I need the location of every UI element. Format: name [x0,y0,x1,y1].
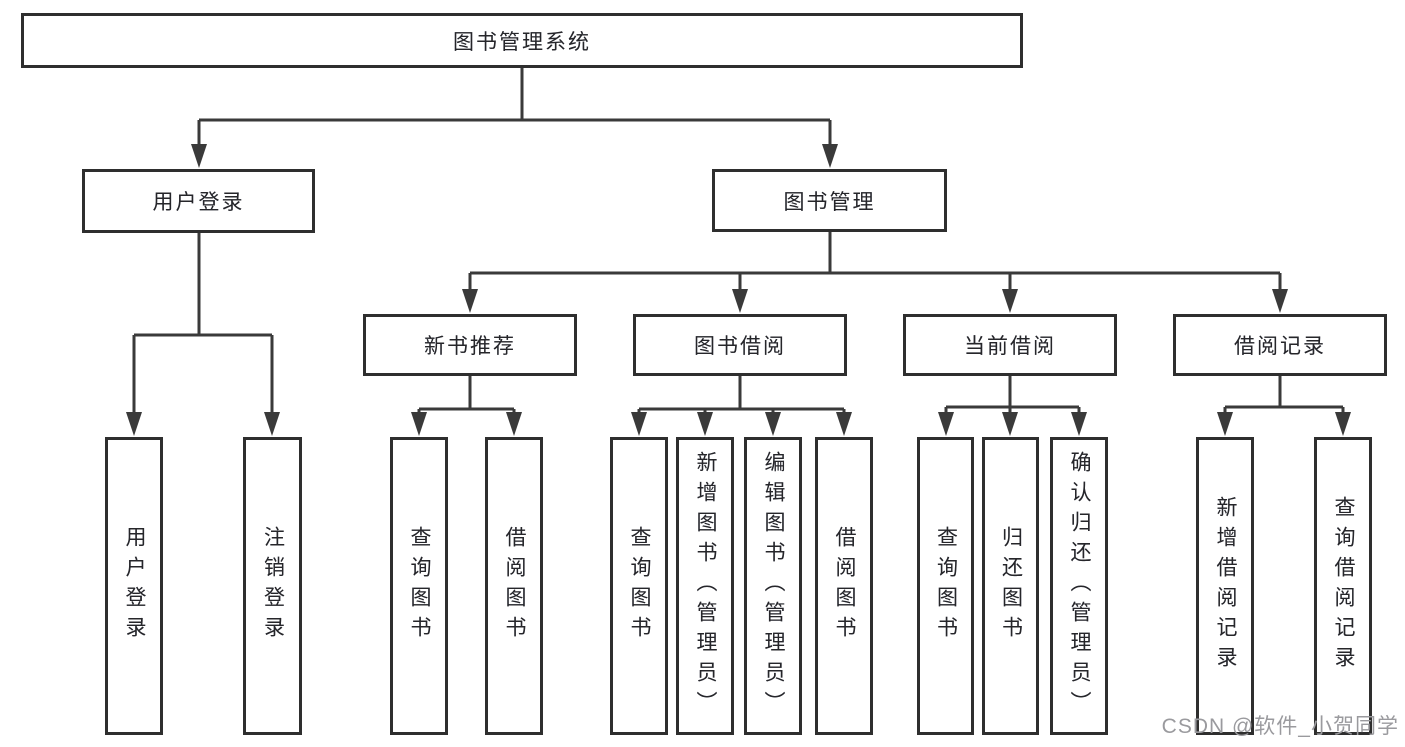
arrowhead-icon [765,412,781,436]
diagram-node-root: 图书管理系统 [21,13,1023,68]
arrowhead-icon [1071,412,1087,436]
diagram-node-book-borrowing: 图书借阅 [633,314,847,376]
diagram-node-book-management: 图书管理 [712,169,947,232]
arrowhead-icon [411,412,427,436]
arrowhead-icon [631,412,647,436]
diagram-node-user-login: 用户登录 [82,169,315,233]
arrowhead-icon [697,412,713,436]
diagram-node-leaf-edit-books-admin: 编辑图书（管理员） [744,437,802,735]
arrowhead-icon [1002,412,1018,436]
arrowhead-icon [506,412,522,436]
diagram-node-leaf-add-books-admin: 新增图书（管理员） [676,437,734,735]
arrowhead-icon [1272,289,1288,313]
diagram-node-new-book-recommend: 新书推荐 [363,314,577,376]
diagram-node-current-borrowing: 当前借阅 [903,314,1117,376]
diagram-node-leaf-query-books-current: 查询图书 [917,437,974,735]
diagram-node-leaf-logout: 注销登录 [243,437,302,735]
diagram-node-leaf-user-login: 用户登录 [105,437,163,735]
csdn-watermark: CSDN @软件_小贺同学 [1161,715,1399,738]
diagram-node-leaf-add-borrow-record: 新增借阅记录 [1196,437,1254,735]
diagram-node-leaf-borrow-books-borrowing: 借阅图书 [815,437,873,735]
diagram-node-borrowing-records: 借阅记录 [1173,314,1387,376]
arrowhead-icon [1217,412,1233,436]
arrowhead-icon [1002,289,1018,313]
arrowhead-icon [191,144,207,168]
diagram-node-leaf-borrow-books-recommend: 借阅图书 [485,437,543,735]
diagram-node-leaf-query-books-recommend: 查询图书 [390,437,448,735]
diagram-node-leaf-confirm-return-admin: 确认归还（管理员） [1050,437,1108,735]
diagram-node-leaf-return-books: 归还图书 [982,437,1039,735]
arrowhead-icon [836,412,852,436]
diagram-node-leaf-query-borrow-record: 查询借阅记录 [1314,437,1372,735]
arrowhead-icon [732,289,748,313]
arrowhead-icon [462,289,478,313]
arrowhead-icon [938,412,954,436]
diagram-node-leaf-query-books-borrowing: 查询图书 [610,437,668,735]
arrowhead-icon [822,144,838,168]
arrowhead-icon [1335,412,1351,436]
arrowhead-icon [264,412,280,436]
arrowhead-icon [126,412,142,436]
